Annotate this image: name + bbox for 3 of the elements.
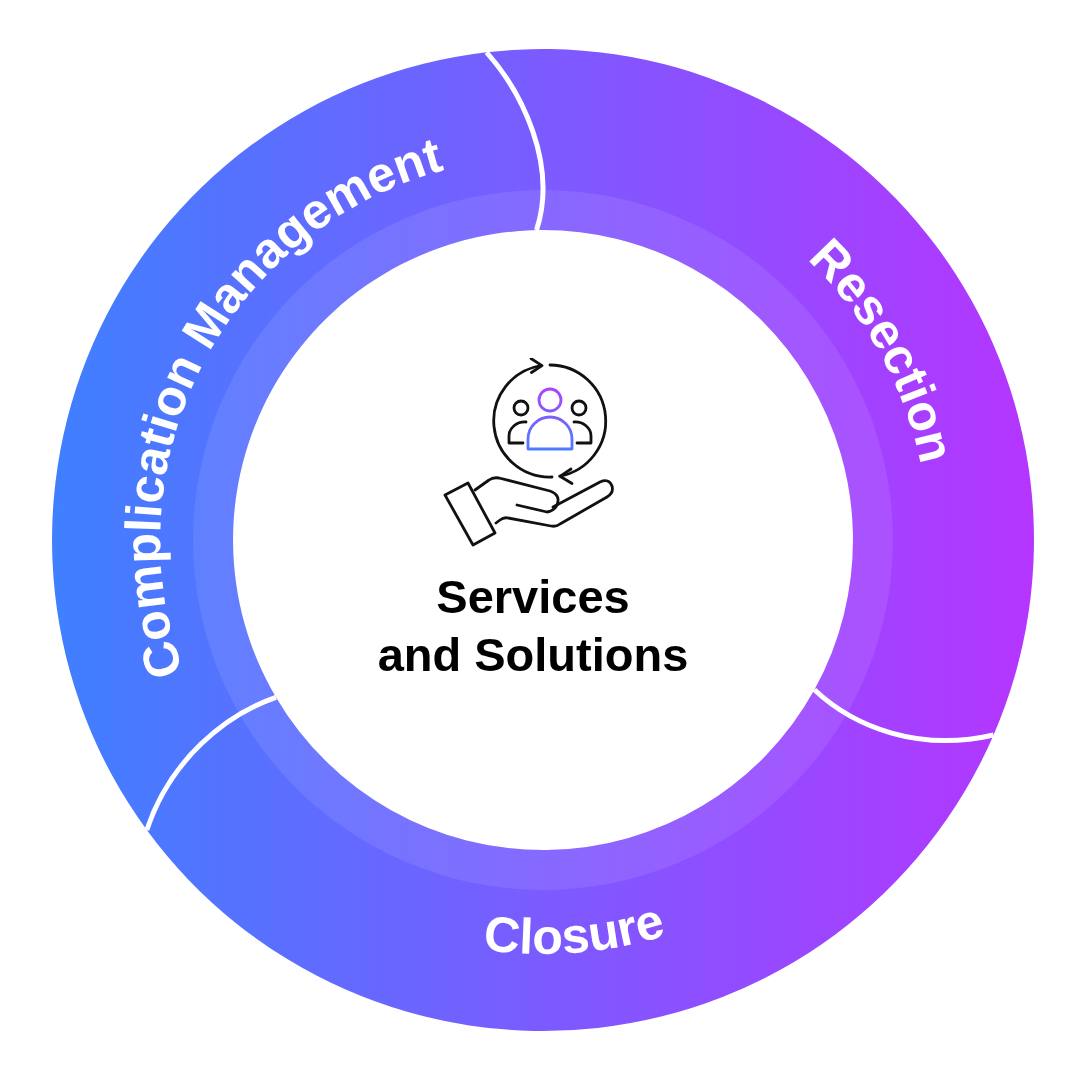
hub-label: Services and Solutions [377, 570, 689, 681]
segment-label: Closure [481, 891, 670, 966]
ring-segment [146, 689, 994, 1031]
